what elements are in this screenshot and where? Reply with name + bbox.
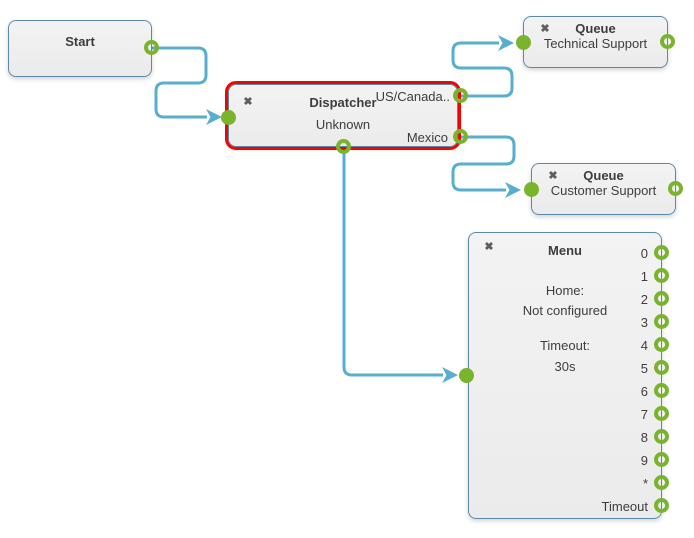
output-label-mexico: Mexico	[406, 130, 448, 145]
menu-port-label-2: 2	[640, 292, 648, 307]
close-icon[interactable]: ✖	[484, 241, 494, 253]
port-menu-output-3[interactable]	[654, 314, 669, 329]
menu-port-label-6: 6	[640, 384, 648, 399]
wire-mexico-to-queue-customer[interactable]	[451, 135, 516, 192]
node-queue-technical-title: Queue	[575, 21, 616, 36]
port-queue-technical-output[interactable]	[660, 34, 675, 49]
wire-dispatcher-to-menu[interactable]	[342, 147, 443, 377]
port-menu-input[interactable]	[459, 368, 474, 383]
node-menu[interactable]: ✖ Menu Home: Not configured Timeout: 30s…	[468, 232, 662, 519]
port-menu-output-timeout[interactable]	[654, 498, 669, 513]
menu-port-label-9: 9	[640, 453, 648, 468]
port-menu-output-0[interactable]	[654, 245, 669, 260]
menu-port-label-1: 1	[640, 269, 648, 284]
node-queue-technical[interactable]: ✖ Queue Technical Support	[523, 16, 668, 68]
port-menu-output-4[interactable]	[654, 337, 669, 352]
close-icon[interactable]: ✖	[243, 96, 253, 108]
menu-port-label-0: 0	[640, 246, 648, 261]
port-menu-output-star[interactable]	[654, 475, 669, 490]
menu-timeout-value: 30s	[554, 359, 576, 374]
port-queue-customer-input[interactable]	[524, 182, 539, 197]
port-menu-output-1[interactable]	[654, 268, 669, 283]
port-start-output[interactable]	[144, 40, 159, 55]
node-queue-customer-title: Queue	[583, 168, 624, 183]
port-menu-output-7[interactable]	[654, 406, 669, 421]
close-icon[interactable]: ✖	[540, 23, 550, 35]
close-icon[interactable]: ✖	[548, 170, 558, 182]
port-queue-customer-output[interactable]	[668, 181, 683, 196]
menu-port-label-7: 7	[640, 407, 648, 422]
arrowhead-queue-customer-input	[505, 182, 521, 198]
port-queue-technical-input[interactable]	[516, 35, 531, 50]
port-dispatcher-output-uscanada[interactable]	[453, 88, 468, 103]
node-menu-title: Menu	[548, 243, 582, 258]
output-label-uscanada: US/Canada..	[375, 89, 450, 104]
node-start-title: Start	[65, 34, 95, 49]
port-menu-output-6[interactable]	[654, 383, 669, 398]
menu-port-label-3: 3	[640, 315, 648, 330]
menu-home-value: Not configured	[522, 303, 608, 318]
port-menu-output-8[interactable]	[654, 429, 669, 444]
wire-uscanada-to-queue-technical[interactable]	[451, 41, 514, 98]
node-dispatcher[interactable]: ✖ Dispatcher Unknown US/Canada.. Mexico	[225, 81, 461, 150]
node-dispatcher-title: Dispatcher	[309, 95, 377, 110]
menu-port-label-8: 8	[640, 430, 648, 445]
node-queue-technical-subtitle: Technical Support	[543, 36, 648, 51]
port-dispatcher-output-mexico[interactable]	[453, 129, 468, 144]
menu-port-label-4: 4	[640, 338, 648, 353]
menu-timeout-label: Timeout:	[539, 338, 591, 353]
node-dispatcher-subtitle: Unknown	[315, 117, 371, 132]
menu-port-label-5: 5	[640, 361, 648, 376]
port-menu-output-9[interactable]	[654, 452, 669, 467]
port-dispatcher-input[interactable]	[221, 110, 236, 125]
port-dispatcher-output-bottom[interactable]	[336, 139, 351, 154]
arrowhead-queue-technical-input	[498, 35, 514, 51]
port-menu-output-5[interactable]	[654, 360, 669, 375]
node-start[interactable]: Start	[8, 20, 152, 77]
menu-port-label-timeout: Timeout	[601, 499, 648, 514]
wire-start-to-dispatcher[interactable]	[152, 46, 208, 119]
node-queue-customer-subtitle: Customer Support	[550, 183, 657, 198]
menu-port-label-star: *	[642, 476, 648, 491]
port-menu-output-2[interactable]	[654, 291, 669, 306]
node-queue-customer[interactable]: ✖ Queue Customer Support	[531, 163, 676, 215]
arrowhead-dispatcher-input	[206, 109, 222, 125]
arrowhead-menu-input	[442, 367, 458, 383]
menu-home-label: Home:	[545, 283, 585, 298]
